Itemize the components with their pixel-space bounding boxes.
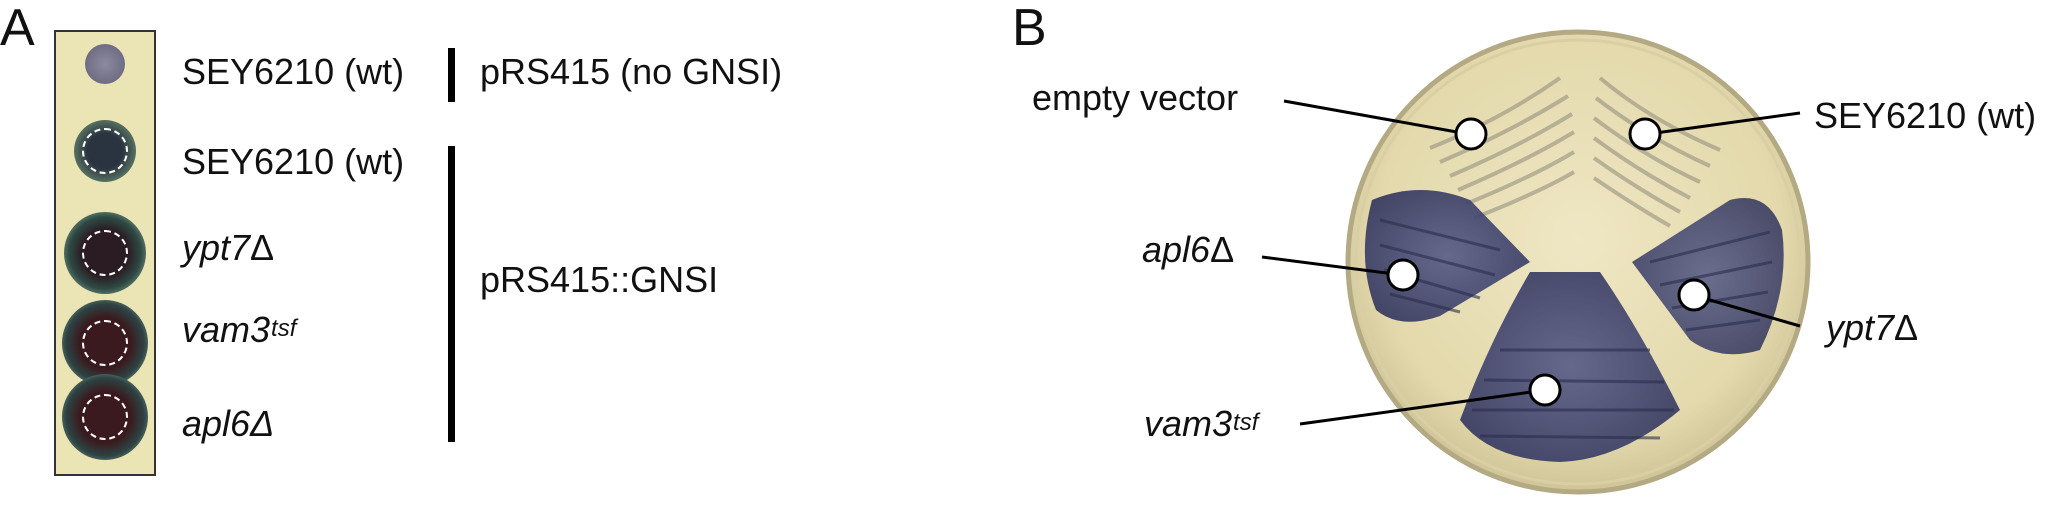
label-empty-vector: empty vector: [1032, 77, 1239, 118]
bracket-bar-top: [448, 48, 455, 102]
panel-a-letter: A: [0, 0, 35, 57]
bracket-bar-bottom: [448, 146, 455, 442]
marker-wt: [1628, 117, 1662, 151]
label-vam3: vam3tsf: [1144, 403, 1259, 444]
label-wt: SEY6210 (wt): [1814, 95, 2037, 136]
label-apl6: apl6Δ: [1142, 229, 1235, 270]
spot-2-outline: [82, 128, 128, 174]
plasmid-label-top: pRS415 (no GNSI): [480, 51, 783, 92]
strain-label-5: apl6Δ: [182, 403, 275, 444]
spot-3-outline: [82, 230, 128, 276]
spot-4-outline: [82, 320, 128, 366]
pointer-line-wt: [1647, 111, 1801, 136]
strain-label-2: SEY6210 (wt): [182, 141, 405, 182]
spot-assay-strip: [54, 30, 156, 476]
spot-1: [85, 44, 125, 84]
marker-apl6: [1386, 258, 1420, 292]
marker-empty-vector: [1454, 117, 1488, 151]
marker-ypt7: [1677, 278, 1711, 312]
pointer-line-apl6: [1261, 255, 1403, 277]
pointer-line-ypt7: [1695, 294, 1801, 328]
label-ypt7: ypt7Δ: [1826, 307, 1919, 348]
pointer-line-empty-vector: [1283, 99, 1469, 136]
marker-vam3: [1528, 373, 1562, 407]
plasmid-label-bottom: pRS415::GNSI: [480, 259, 719, 300]
panel-b-letter: B: [1012, 0, 1047, 57]
pointer-line-vam3: [1299, 388, 1547, 426]
spot-5-outline: [82, 394, 128, 440]
strain-label-3: ypt7Δ: [182, 227, 275, 268]
strain-label-1: SEY6210 (wt): [182, 51, 405, 92]
streak-empty-vector: [1429, 76, 1576, 220]
strain-label-4: vam3tsf: [182, 309, 297, 350]
streak-vam3: [1460, 272, 1680, 462]
